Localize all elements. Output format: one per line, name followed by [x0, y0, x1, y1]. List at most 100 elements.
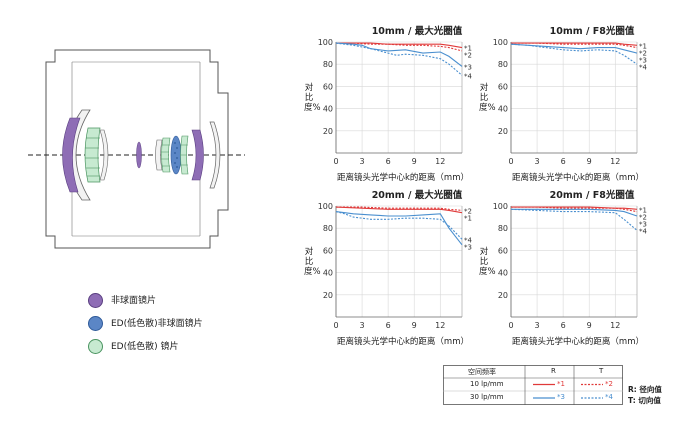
series-marker-label: *4	[464, 236, 473, 244]
key-marker-1: *1	[557, 380, 565, 388]
legend-label-ed-aspheric: ED(低色散)非球面镜片	[111, 319, 203, 329]
series-line-4	[510, 208, 638, 231]
series-line-4	[510, 43, 638, 65]
aspheric-lens-3	[191, 129, 204, 181]
x-tick-label: 0	[508, 157, 513, 166]
y-axis-label: 对比度%	[479, 247, 496, 277]
series-marker-label: *2	[639, 213, 647, 221]
ed-swatch-icon	[88, 339, 103, 354]
series-marker-label: *4	[639, 227, 648, 235]
x-tick-label: 12	[435, 157, 445, 166]
series-marker-label: *2	[464, 207, 472, 215]
lens-cross-section-diagram	[28, 49, 245, 249]
series-line-1	[335, 206, 463, 214]
chart-title: 20mm / F8光圈值	[549, 190, 635, 201]
rear-meniscus-lens	[209, 121, 221, 189]
x-tick-label: 6	[386, 321, 391, 330]
y-tick-label: 40	[498, 269, 508, 278]
series-line-4	[335, 42, 463, 76]
aspheric-swatch-icon	[88, 293, 103, 308]
legend-item-ed-aspheric: ED(低色散)非球面镜片	[88, 315, 278, 331]
frequency-key-table	[443, 365, 623, 405]
y-tick-label: 20	[323, 291, 333, 300]
legend-label-ed: ED(低色散) 镜片	[111, 342, 179, 352]
key-row-30lp: 30 lp/mm	[470, 393, 504, 401]
key-col-t: T	[599, 367, 604, 375]
ed-aspheric-lens	[170, 135, 182, 175]
y-tick-label: 100	[493, 38, 508, 47]
y-tick-label: 80	[498, 224, 508, 233]
x-tick-label: 12	[610, 157, 620, 166]
y-tick-label: 80	[498, 60, 508, 69]
y-tick-label: 40	[323, 269, 333, 278]
series-marker-label: *2	[464, 52, 472, 60]
series-line-3	[510, 43, 638, 54]
y-tick-label: 100	[493, 202, 508, 211]
series-line-3	[511, 208, 638, 217]
y-tick-label: 100	[318, 38, 333, 47]
x-tick-label: 9	[587, 321, 592, 330]
series-line-1	[336, 42, 463, 49]
x-tick-label: 0	[508, 321, 513, 330]
tangential-note: T: 切向值	[628, 396, 661, 405]
y-tick-label: 20	[323, 127, 333, 136]
y-tick-label: 60	[498, 246, 508, 255]
series-marker-label: *3	[639, 56, 647, 64]
ed-aspheric-swatch-icon	[88, 316, 103, 331]
y-axis-label: 对比度%	[304, 247, 321, 277]
series-line-3	[335, 42, 463, 67]
key-row-10lp: 10 lp/mm	[470, 380, 504, 388]
aspheric-lens-1	[62, 117, 81, 193]
element-rear-1	[155, 139, 163, 171]
key-header: 空间频率	[468, 368, 496, 376]
series-line-3	[335, 211, 463, 246]
y-tick-label: 40	[498, 105, 508, 114]
series-line-2	[511, 42, 638, 49]
y-axis-label: 对比度%	[479, 83, 496, 113]
series-line-2	[511, 206, 638, 213]
y-tick-label: 20	[498, 291, 508, 300]
series-marker-label: *3	[464, 63, 472, 71]
series-marker-label: *4	[639, 63, 648, 71]
chart-title: 10mm / F8光圈值	[549, 26, 635, 37]
x-tick-label: 0	[333, 157, 338, 166]
element-2	[99, 129, 109, 181]
ed-lens-2	[161, 137, 171, 173]
x-tick-label: 9	[587, 157, 592, 166]
y-axis-label: 对比度%	[304, 83, 321, 113]
x-axis-label: 距离镜头光学中心k的距离（mm）	[337, 173, 469, 183]
x-tick-label: 9	[412, 321, 417, 330]
series-marker-label: *3	[464, 243, 472, 251]
x-tick-label: 3	[360, 157, 365, 166]
key-marker-2: *2	[605, 380, 613, 388]
x-tick-label: 12	[610, 321, 620, 330]
series-line-2	[336, 206, 463, 211]
key-marker-4: *4	[605, 393, 613, 401]
x-tick-label: 3	[535, 157, 540, 166]
x-axis-label: 距离镜头光学中心k的距离（mm）	[512, 337, 644, 347]
x-axis-label: 距离镜头光学中心k的距离（mm）	[512, 173, 644, 183]
radial-note: R: 径向值	[628, 385, 662, 394]
y-tick-label: 60	[323, 246, 333, 255]
x-axis-label: 距离镜头光学中心k的距离（mm）	[337, 337, 469, 347]
y-tick-label: 80	[323, 60, 333, 69]
x-tick-label: 6	[561, 157, 566, 166]
series-line-2	[336, 42, 463, 52]
y-tick-label: 60	[323, 82, 333, 91]
chart-title: 10mm / 最大光圈值	[371, 26, 463, 37]
x-tick-label: 6	[386, 157, 391, 166]
key-col-r: R	[551, 367, 556, 375]
series-marker-label: *2	[639, 49, 647, 57]
series-marker-label: *1	[639, 206, 647, 214]
y-tick-label: 100	[318, 202, 333, 211]
legend-item-ed: ED(低色散) 镜片	[88, 338, 278, 354]
x-tick-label: 0	[333, 321, 338, 330]
